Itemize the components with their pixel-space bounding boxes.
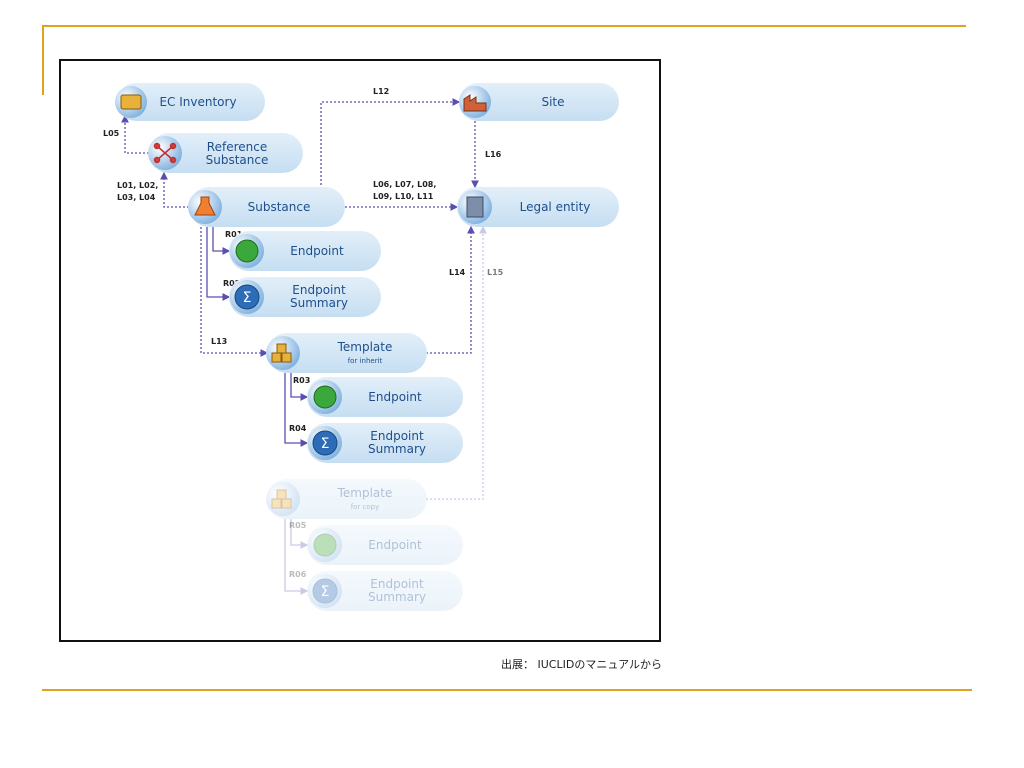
diagram-frame: L05 L01, L02, L03, L04 L12 L16 L06, L07,… xyxy=(59,59,661,642)
node-endpoint-r05-label: Endpoint xyxy=(368,538,422,552)
label-l09-l11: L09, L10, L11 xyxy=(373,192,434,201)
label-r06: R06 xyxy=(289,570,307,579)
label-r04: R04 xyxy=(289,424,307,433)
link-labels: L05 L01, L02, L03, L04 L12 L16 L06, L07,… xyxy=(103,87,504,579)
node-template-inherit-sub: for inherit xyxy=(348,357,383,365)
node-endpoint-summary-r04-line2: Summary xyxy=(368,442,426,456)
node-reference-line2: Substance xyxy=(206,153,269,167)
sigma-icon xyxy=(312,430,338,456)
node-endpoint-r01-label: Endpoint xyxy=(290,244,344,258)
link-l01-l04 xyxy=(160,171,189,208)
link-r06 xyxy=(284,519,309,595)
molecule-icon xyxy=(153,142,177,164)
link-r04 xyxy=(284,373,309,447)
link-r03 xyxy=(290,373,309,401)
label-l06-l08: L06, L07, L08, xyxy=(373,180,436,189)
link-l13 xyxy=(200,227,269,357)
sigma-glyph: Σ xyxy=(321,436,330,452)
label-r01: R01 xyxy=(225,230,243,239)
node-endpoint-summary-r06-line1: Endpoint xyxy=(370,577,424,591)
node-reference-line1: Reference xyxy=(207,140,267,154)
node-template-inherit: Template for inherit xyxy=(266,333,427,373)
node-substance-label: Substance xyxy=(248,200,311,214)
sigma-glyph: Σ xyxy=(321,584,330,600)
link-l05 xyxy=(121,114,149,154)
sigma-icon xyxy=(234,284,260,310)
link-l12 xyxy=(320,98,461,185)
node-reference-substance: Reference Substance xyxy=(148,133,303,173)
building-icon xyxy=(466,196,484,218)
node-template-copy-sub: for copy xyxy=(351,503,380,511)
node-endpoint-r05: Endpoint xyxy=(307,525,463,565)
node-endpoint-r03-label: Endpoint xyxy=(368,390,422,404)
left-accent-rule xyxy=(42,25,44,95)
node-endpoint-r03: Endpoint xyxy=(307,377,463,417)
connectors xyxy=(121,98,479,447)
factory-icon xyxy=(463,94,487,112)
cubes-icon xyxy=(271,489,292,509)
link-r02 xyxy=(206,227,231,301)
link-l15 xyxy=(426,225,487,500)
label-l05: L05 xyxy=(103,129,120,138)
book-icon xyxy=(120,94,142,110)
top-accent-rule xyxy=(42,25,966,27)
node-endpoint-summary-r02-line2: Summary xyxy=(290,296,348,310)
label-r05: R05 xyxy=(289,521,307,530)
node-template-inherit-label: Template xyxy=(337,340,393,354)
node-endpoint-summary-r06: Σ Endpoint Summary xyxy=(307,571,463,611)
label-l12: L12 xyxy=(373,87,389,96)
link-r01 xyxy=(212,227,231,255)
label-l15: L15 xyxy=(487,268,504,277)
node-site-label: Site xyxy=(541,95,564,109)
node-template-copy-label: Template xyxy=(337,486,393,500)
node-endpoint-summary-r06-line2: Summary xyxy=(368,590,426,604)
label-r02: R02 xyxy=(223,279,240,288)
endpoint-icon xyxy=(313,533,337,557)
node-endpoint-r01: Endpoint xyxy=(229,231,381,271)
cubes-icon xyxy=(271,343,292,363)
faded-connectors xyxy=(284,225,487,595)
iuclid-entity-diagram: L05 L01, L02, L03, L04 L12 L16 L06, L07,… xyxy=(103,83,619,611)
endpoint-icon xyxy=(235,239,259,263)
node-endpoint-summary-r02: Σ Endpoint Summary xyxy=(229,277,381,317)
node-endpoint-summary-r02-line1: Endpoint xyxy=(292,283,346,297)
flask-icon xyxy=(194,196,216,216)
label-r03: R03 xyxy=(293,376,310,385)
endpoint-icon xyxy=(313,385,337,409)
node-template-copy: Template for copy xyxy=(266,479,427,519)
node-endpoint-summary-r04: Σ Endpoint Summary xyxy=(307,423,463,463)
node-ec-inventory-label: EC Inventory xyxy=(159,95,236,109)
node-endpoint-summary-r04-line1: Endpoint xyxy=(370,429,424,443)
node-legal-entity-label: Legal entity xyxy=(520,200,591,214)
node-site: Site xyxy=(459,83,619,121)
node-substance: Substance xyxy=(188,187,345,227)
source-caption: 出展： IUCLIDのマニュアルから xyxy=(501,658,662,671)
link-r05 xyxy=(290,519,309,549)
node-legal-entity: Legal entity xyxy=(457,187,619,227)
label-l16: L16 xyxy=(485,150,502,159)
link-l14 xyxy=(426,225,475,354)
node-ec-inventory: EC Inventory xyxy=(115,83,265,121)
sigma-icon xyxy=(312,578,338,604)
bottom-accent-rule xyxy=(42,689,972,691)
label-l13: L13 xyxy=(211,337,227,346)
label-l03-l04: L03, L04 xyxy=(117,193,156,202)
sigma-glyph: Σ xyxy=(243,290,252,306)
label-l01-l02: L01, L02, xyxy=(117,181,158,190)
label-l14: L14 xyxy=(449,268,466,277)
